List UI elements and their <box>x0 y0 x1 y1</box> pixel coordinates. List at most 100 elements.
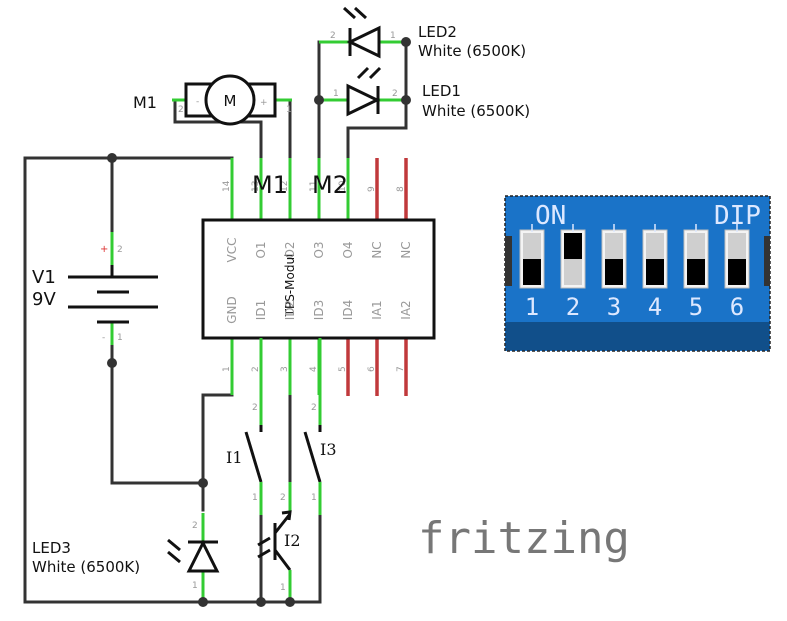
led1-pin-a: 1 <box>333 89 339 99</box>
led1-triangle <box>346 83 381 117</box>
led1-ray-1 <box>356 66 370 80</box>
dip-switch-5[interactable]: 5 <box>683 224 709 321</box>
dip-switch-3[interactable]: 3 <box>601 224 627 321</box>
led3-pin-a: 2 <box>192 521 198 531</box>
motor-circle <box>204 74 256 126</box>
switch-i1-lever <box>244 431 263 483</box>
ic-name: TPS-Modul <box>283 254 297 318</box>
wire-bottom-rail <box>23 488 322 604</box>
motor-plus-sign: + <box>260 98 268 108</box>
dip-knob <box>687 259 705 285</box>
dip-switch-6[interactable]: 6 <box>724 224 750 321</box>
dip-left-notch <box>505 236 512 286</box>
ic-pin-name: NC <box>370 241 384 258</box>
switch-i1-pin-num-bottom: 1 <box>252 493 258 503</box>
fritzing-watermark: fritzing <box>418 513 630 564</box>
dip-switch-number: 1 <box>525 293 539 321</box>
junction-dot <box>198 478 208 488</box>
dip-switch-number: 2 <box>566 293 580 321</box>
motor-m1[interactable]: M - + 2 1 M1 <box>133 74 292 126</box>
led3[interactable]: 2 1 LED3 White (6500K) <box>32 513 220 600</box>
ic-pin-labels: 14VCC13O112O211O310O49NC8NC1GND2ID13ID24… <box>222 180 413 372</box>
ic-pin-number: 9 <box>367 186 377 192</box>
battery-label: V1 <box>32 267 56 288</box>
i2-collector <box>273 513 292 534</box>
led3-triangle <box>186 539 220 573</box>
ic-pin-number: 12 <box>280 181 290 192</box>
switch-i3[interactable]: 2 1 I3 <box>303 338 337 515</box>
ic-pin-number: 6 <box>367 366 377 372</box>
ic-output-label-m2: M2 <box>312 171 348 199</box>
dip-switch-2[interactable]: 2 <box>560 224 586 321</box>
ic-pin-name: VCC <box>225 238 239 263</box>
switch-i1-label: I1 <box>226 448 243 467</box>
battery-voltage: 9V <box>32 289 56 310</box>
led2-pin-a: 1 <box>390 31 396 41</box>
i2-arrow <box>281 510 292 521</box>
wire-battery-minus <box>110 333 205 485</box>
junction-dot <box>107 153 117 163</box>
dip-switch-4[interactable]: 4 <box>642 224 668 321</box>
switch-i1[interactable]: 2 1 I1 <box>226 338 263 515</box>
battery-v1[interactable]: + 2 - 1 V1 9V <box>32 232 158 345</box>
junction-dot <box>107 358 117 368</box>
dip-bottom-strip <box>506 322 769 350</box>
ic-pin-number: 8 <box>396 186 406 192</box>
i2-light-1 <box>257 536 271 547</box>
dip-knob <box>646 259 664 285</box>
dip-knob <box>564 233 582 259</box>
ic-pin-number: 14 <box>222 180 232 192</box>
junction-dot <box>256 597 266 607</box>
wire-vcc-rail <box>23 156 234 604</box>
ic-output-label-m1: M1 <box>252 171 288 199</box>
led2-label: LED2 <box>418 23 457 41</box>
led1-ray-2 <box>368 66 382 80</box>
led2-ray-1 <box>342 6 357 20</box>
i2-pin-num-bottom: 1 <box>280 583 286 593</box>
battery-pin-num-plus: 2 <box>117 245 123 255</box>
led3-label: LED3 <box>32 539 71 557</box>
switch-i3-label: I3 <box>320 440 337 459</box>
ic-pin-number: 13 <box>251 181 261 192</box>
ic-pin-name: O3 <box>312 241 326 258</box>
ic-pin-number: 5 <box>338 366 348 372</box>
dip-knob <box>728 259 746 285</box>
led1-desc: White (6500K) <box>422 102 530 120</box>
dip-on-label: ON <box>535 201 566 231</box>
junction-dot <box>401 95 411 105</box>
i2-label: I2 <box>284 531 301 550</box>
led2-ray-2 <box>353 6 368 20</box>
led1-pin-k: 2 <box>392 89 398 99</box>
led2-desc: White (6500K) <box>418 42 526 60</box>
ic-pin-number: 10 <box>338 180 348 192</box>
ic-pin-number: 3 <box>280 366 290 372</box>
ic-pin-name: O1 <box>254 241 268 258</box>
ic-pin-number: 1 <box>222 366 232 372</box>
i2-pin-num-top: 2 <box>280 493 286 503</box>
ic-pin-number: 4 <box>309 366 319 372</box>
switch-i3-pin-num-top: 2 <box>311 403 317 413</box>
dip-switch-number: 4 <box>648 293 662 321</box>
dip-switch-1[interactable]: 1 <box>519 224 545 321</box>
led3-ray-1 <box>167 538 181 552</box>
ic-pin-name: ID3 <box>312 300 326 320</box>
battery-minus-sign: - <box>102 333 105 343</box>
junction-dot <box>401 37 411 47</box>
motor-symbol: M <box>224 92 237 110</box>
dip-knob <box>605 259 623 285</box>
led2[interactable]: 2 1 LED2 White (6500K) <box>319 6 526 60</box>
dip-switch-number: 6 <box>730 293 744 321</box>
led3-pin-k: 1 <box>192 581 198 591</box>
led1[interactable]: 1 2 LED1 White (6500K) <box>319 66 530 120</box>
dip-switch-number: 3 <box>607 293 621 321</box>
dip-knob <box>523 259 541 285</box>
phototransistor-i2[interactable]: 2 1 I2 <box>257 482 301 600</box>
dip-right-notch <box>764 236 770 286</box>
ic-pin-number: 11 <box>309 181 319 192</box>
ic-pin-name: IA2 <box>399 300 413 319</box>
ic-pin-number: 7 <box>396 366 406 372</box>
